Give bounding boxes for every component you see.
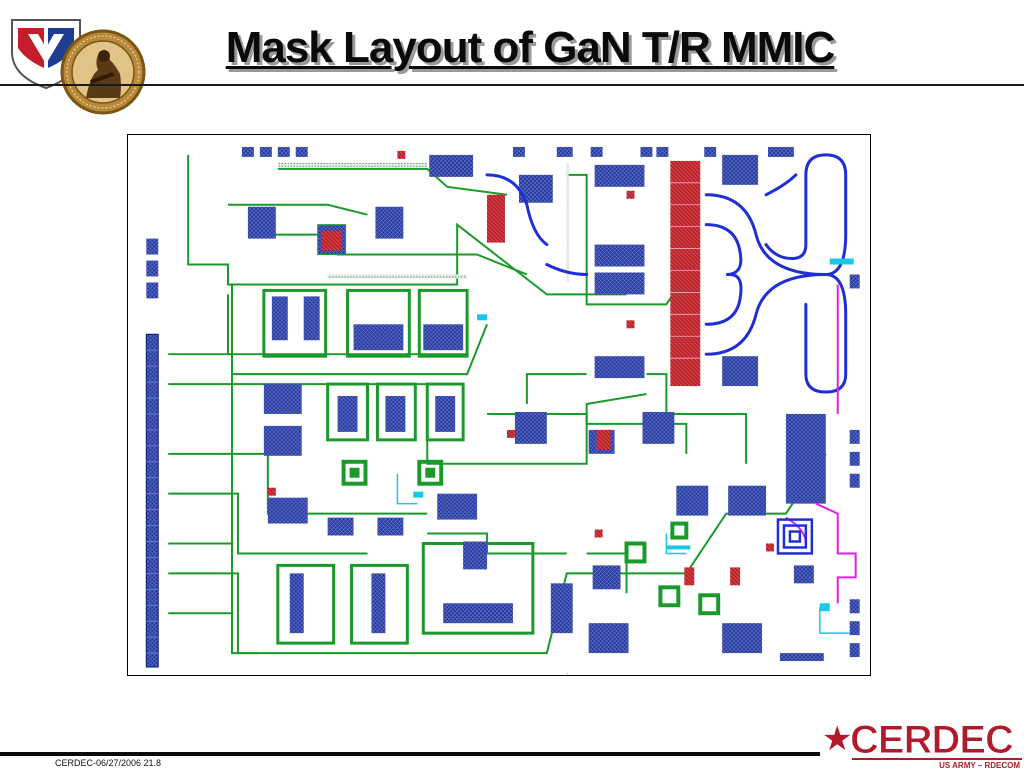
bottom-bond-pads xyxy=(779,653,824,662)
dotted-bias-line xyxy=(277,162,569,283)
mmic-layout-drawing xyxy=(145,146,860,675)
red-pads xyxy=(267,150,774,586)
top-bond-pads xyxy=(241,146,794,157)
logo-tagline: US ARMY – RDECOM xyxy=(939,761,1020,770)
mask-layout-figure xyxy=(127,134,871,676)
logo-rule xyxy=(852,758,1022,760)
army-shield-icon xyxy=(11,19,81,90)
cyan-accents xyxy=(413,258,854,675)
rdecom-seal-icon xyxy=(60,29,146,115)
header-rule xyxy=(0,84,1024,86)
right-bond-pads xyxy=(849,274,860,658)
left-bond-pads xyxy=(145,238,159,668)
cerdec-logo: ★ CERDEC US ARMY – RDECOM xyxy=(822,716,1022,770)
logo-wordmark: CERDEC xyxy=(850,718,1015,763)
red-pad-dividers xyxy=(670,182,701,359)
slide-title: Mask Layout of GaN T/R MMIC xyxy=(225,23,836,72)
amplifier-cells xyxy=(247,154,826,654)
footer-rule xyxy=(0,752,820,756)
blue-meander-lines xyxy=(485,153,848,394)
footer-text: CERDEC-06/27/2006 21.8 xyxy=(55,758,162,768)
cyan-traces xyxy=(396,259,854,634)
green-box-inductors xyxy=(624,521,721,616)
star-icon: ★ xyxy=(822,720,853,758)
spiral-inductor xyxy=(776,518,814,555)
